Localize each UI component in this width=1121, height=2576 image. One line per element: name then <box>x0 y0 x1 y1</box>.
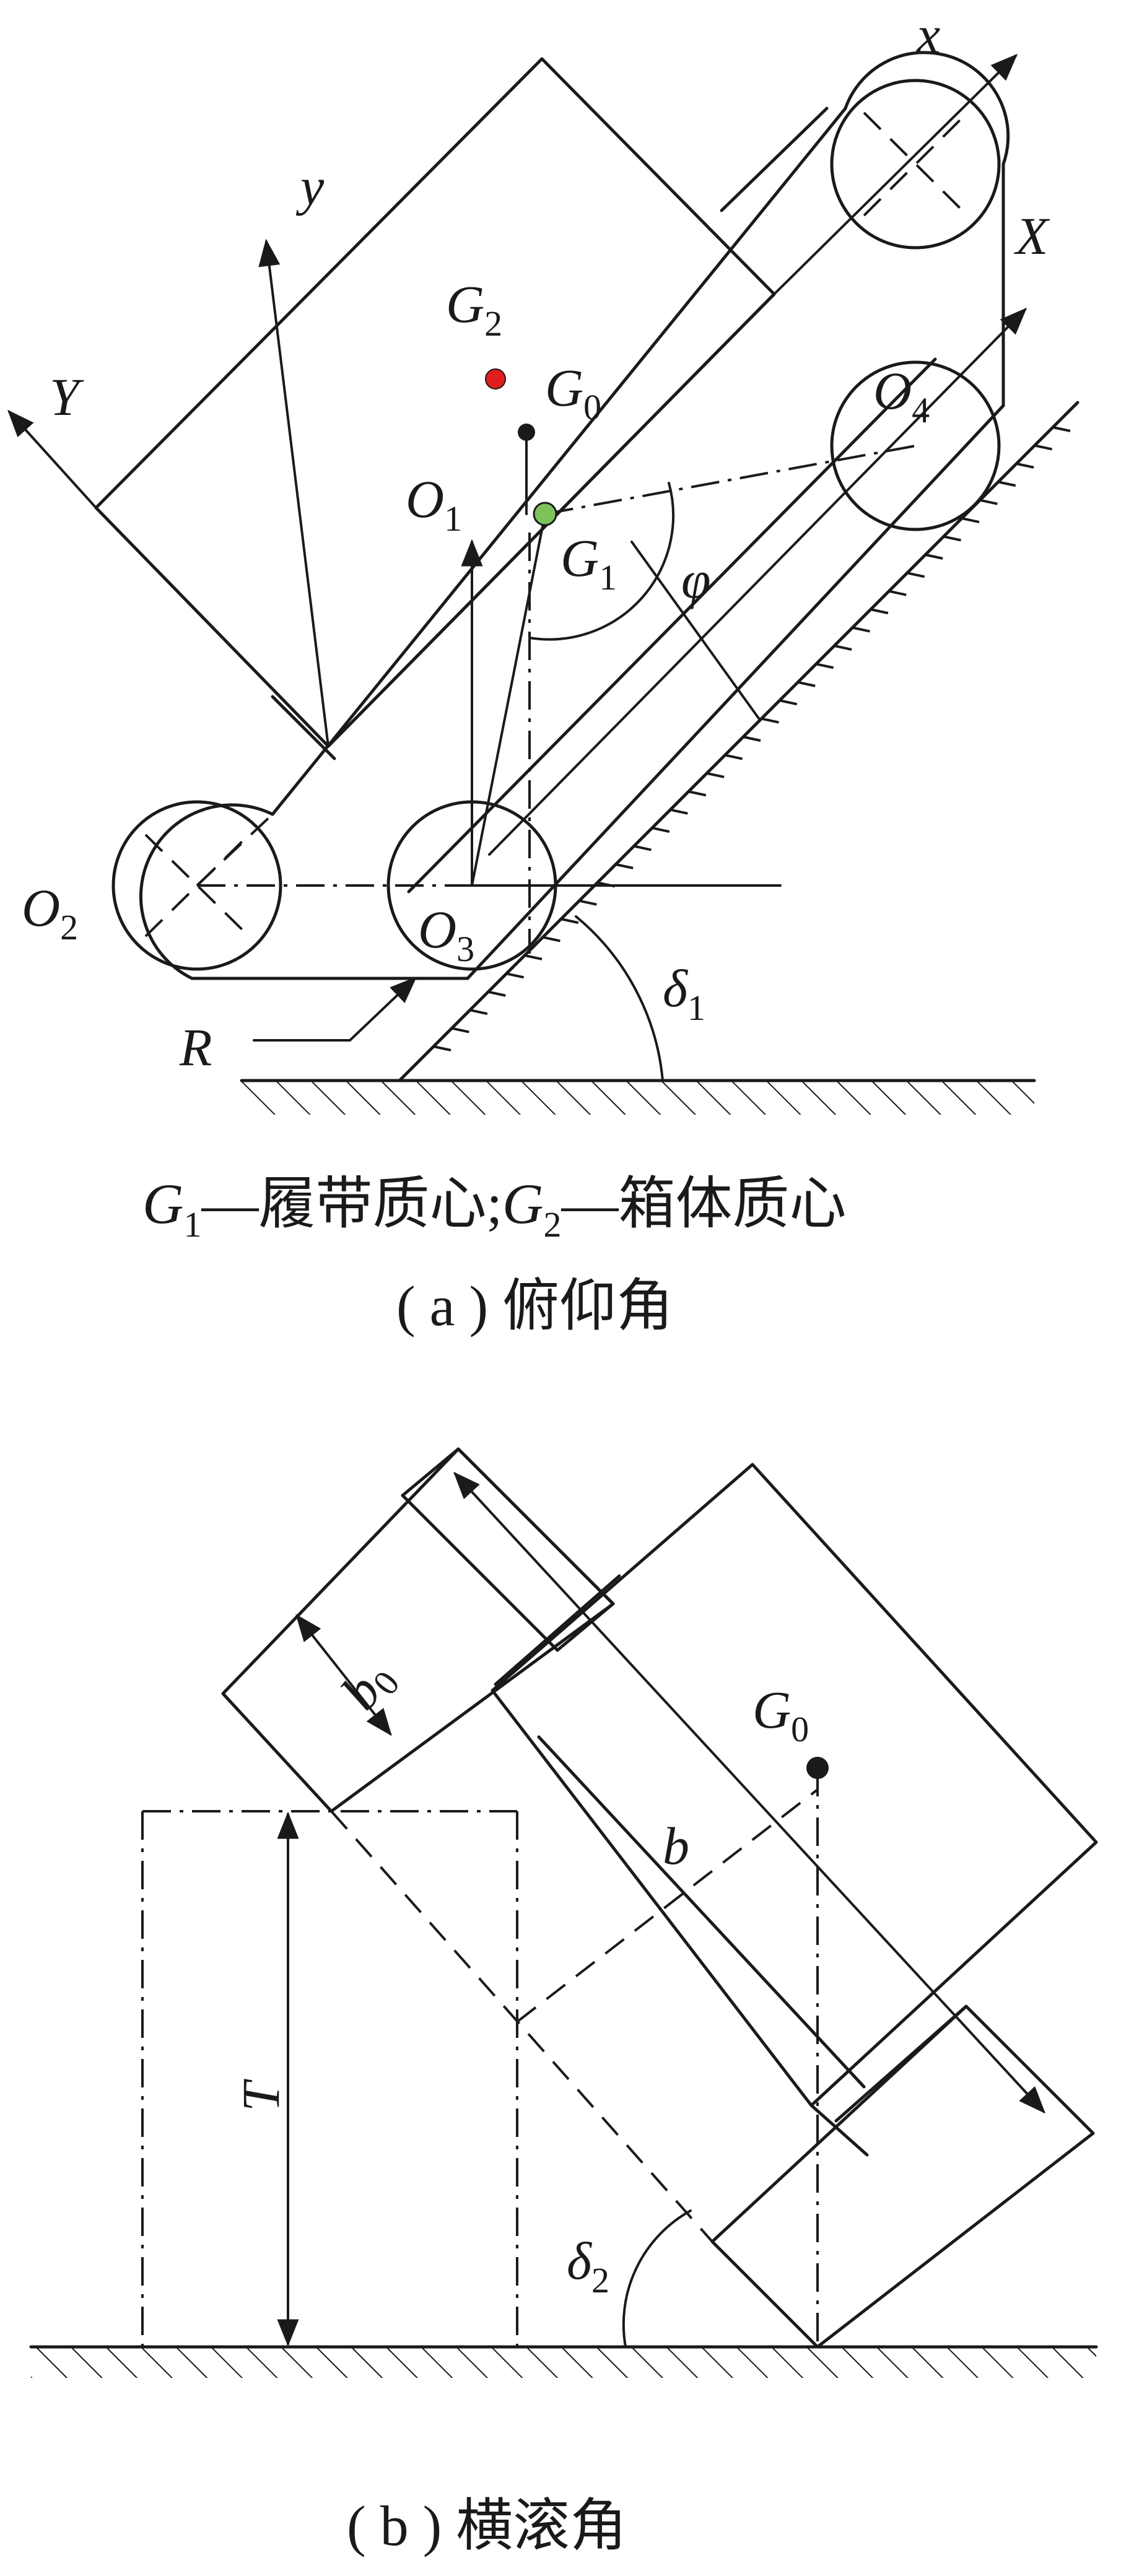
label-O1: O1 <box>406 469 462 539</box>
panel-a-axes <box>7 53 1027 887</box>
G2-point <box>485 368 506 389</box>
slope-hatch-tick <box>1034 444 1053 451</box>
slope-hatch-tick <box>925 553 943 560</box>
label-T: T <box>231 2079 290 2112</box>
panel-a-body-box <box>94 57 829 760</box>
axis-X-arrow <box>488 307 1027 856</box>
slope-hatch-tick <box>888 590 907 596</box>
slope-hatch-tick <box>943 535 961 542</box>
slope-hatch-tick <box>706 772 725 778</box>
panel-b-b-dimension <box>453 1471 1045 2114</box>
panel-a-pitch-diagram: x X y Y G2 G0 G1 O1 O2 O3 O4 φ δ1 R G1—履… <box>7 5 1080 1338</box>
label-G1: G1 <box>560 528 617 598</box>
slope-hatch-tick <box>670 808 688 815</box>
panel-a-delta1-arc <box>575 915 664 1082</box>
G1-point <box>533 502 557 526</box>
panel-b-track-lower <box>710 2004 1095 2349</box>
slope-hatch-tick <box>761 717 779 724</box>
slope-hatch-tick <box>615 863 634 869</box>
axis-x-arrow <box>773 53 1018 295</box>
slope-hatch-tick <box>979 498 998 505</box>
panel-a-roller-O4 <box>830 360 1001 531</box>
slope-hatch-tick <box>797 681 816 687</box>
panel-b-T-dimension <box>141 1810 518 2347</box>
slope-hatch-tick <box>1016 462 1034 469</box>
label-Y: Y <box>50 367 84 427</box>
label-O4: O4 <box>873 361 930 430</box>
label-O3: O3 <box>418 900 474 969</box>
panel-a-phi-arc <box>528 482 760 720</box>
label-b0: b0 <box>329 1648 408 1723</box>
slope-hatch-tick <box>451 1027 469 1033</box>
panel-b-b0-dimension <box>295 1614 392 1736</box>
slope-hatch-tick <box>560 918 579 925</box>
panel-b-track-upper <box>221 1447 615 1813</box>
slope-hatch-tick <box>834 644 852 651</box>
slope-hatch-tick <box>998 481 1016 487</box>
panel-b-ground <box>29 2345 1098 2378</box>
label-phi: φ <box>681 550 711 609</box>
slope-hatch-tick <box>634 845 652 851</box>
panel-a-dashdot-links <box>197 445 916 954</box>
label-delta1: δ1 <box>663 959 705 1028</box>
slope-hatch-tick <box>652 827 670 833</box>
label-y: y <box>295 157 325 216</box>
panel-b-roll-diagram: b0 b G0 T δ2 ( b ) 横滚角 <box>29 1447 1098 2557</box>
slope-hatch-tick <box>688 790 707 797</box>
panel-a-roller-top <box>830 79 1001 250</box>
slope-hatch-tick <box>578 899 597 906</box>
panel-b-dashed-guides <box>330 1768 819 2347</box>
label-G2: G2 <box>446 274 502 344</box>
slope-hatch-tick <box>961 517 980 524</box>
slope-hatch-tick <box>487 990 506 997</box>
label-O2: O2 <box>22 878 78 947</box>
panel-b-body <box>491 1463 1098 2107</box>
slope-hatch-tick <box>852 626 870 633</box>
slope-hatch-tick <box>907 572 925 578</box>
slope-hatch-tick <box>433 1045 451 1051</box>
label-b: b <box>663 1816 689 1876</box>
G0-point-b <box>806 1757 829 1779</box>
slope-hatch-tick <box>506 972 525 979</box>
panel-a-slope <box>398 401 1080 1082</box>
slope-hatch-tick <box>743 736 761 742</box>
slope-hatch-tick <box>870 608 889 615</box>
panel-a-legend: G1—履带质心;G2—箱体质心 <box>142 1172 846 1245</box>
label-G0-b: G0 <box>752 1680 809 1749</box>
panel-b-caption: ( b ) 横滚角 <box>347 2494 627 2557</box>
label-R: R <box>179 1017 212 1077</box>
label-x: x <box>915 5 940 64</box>
label-X: X <box>1014 206 1050 266</box>
slope-hatch-tick <box>816 663 834 669</box>
slope-hatch-tick <box>725 754 743 760</box>
axis-y-arrow <box>258 238 329 747</box>
panel-b-delta2-arc <box>622 2209 692 2348</box>
slope-hatch-tick <box>1052 426 1071 432</box>
panel-a-R-arrow <box>253 976 417 1042</box>
panel-a-ground <box>240 1079 1036 1115</box>
slope-hatch-tick <box>779 699 798 706</box>
panel-a-caption: ( a ) 俯仰角 <box>396 1274 673 1338</box>
axis-Y-arrow <box>7 409 97 509</box>
slope-hatch-tick <box>469 1009 488 1016</box>
label-delta2: δ2 <box>567 2231 609 2300</box>
slope-hatch-tick <box>543 936 560 942</box>
label-G0-a: G0 <box>545 358 601 427</box>
slope-hatch-tick <box>524 954 543 960</box>
